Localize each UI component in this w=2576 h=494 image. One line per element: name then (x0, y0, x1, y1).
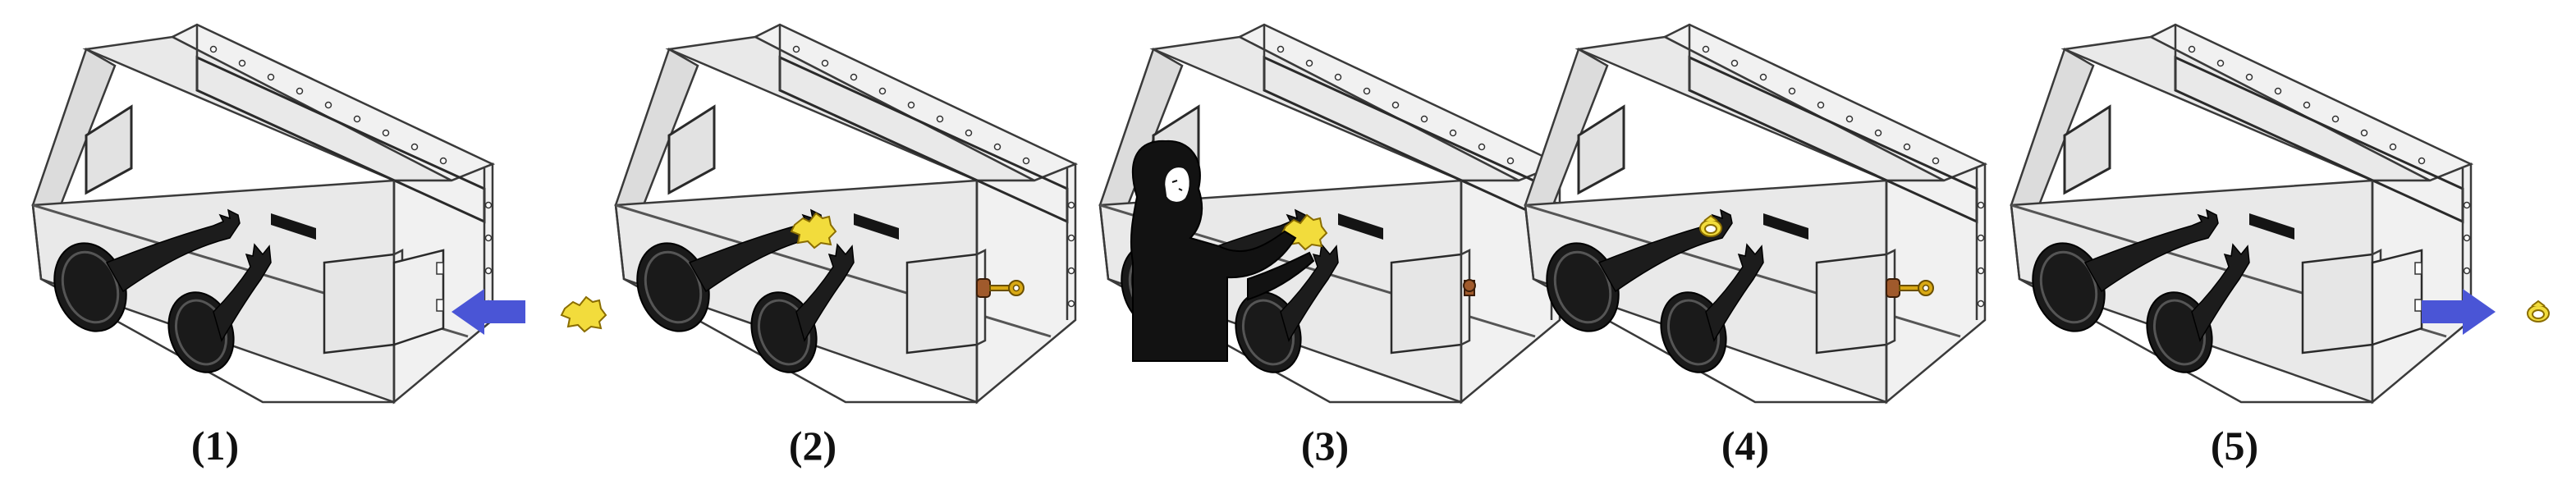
step-4-panel (1524, 23, 1987, 404)
step-label: (5) (2211, 423, 2258, 469)
gold-nugget-icon (561, 296, 607, 332)
step-label: (4) (1721, 423, 1769, 469)
step-3-panel (1098, 23, 1561, 404)
step-5-panel (2010, 23, 2473, 404)
operator-person (1130, 140, 1315, 362)
step-label: (1) (191, 423, 239, 469)
step-2-panel (614, 23, 1077, 404)
step-label: (2) (789, 423, 837, 469)
arrow-right-icon (2422, 289, 2496, 335)
step-label: (3) (1301, 423, 1349, 469)
step-1-panel (31, 23, 494, 404)
gold-ring-icon (2527, 300, 2550, 322)
arrow-left-icon (451, 289, 525, 335)
